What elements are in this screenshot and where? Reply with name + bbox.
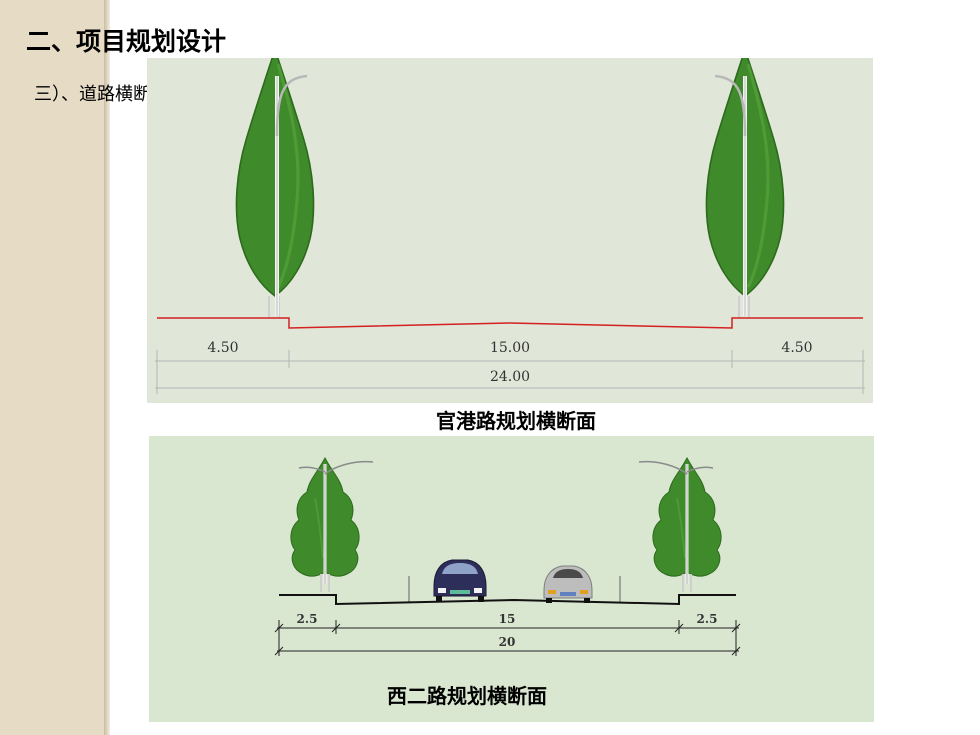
- car-front-view: [433, 559, 487, 603]
- cross-section-panel-1: 4.50 15.00 4.50 24.00: [147, 58, 873, 403]
- road-profile-1: [157, 317, 863, 329]
- dimension-lines-1: [155, 350, 865, 394]
- dimension-lines-2: [274, 620, 741, 656]
- dimension-left-2: 2.5: [297, 612, 318, 626]
- dimension-right-1: 4.50: [781, 340, 812, 356]
- tree-right-1: [704, 58, 786, 318]
- tree-left-2: [289, 457, 361, 592]
- caption-section-2: 西二路规划横断面: [387, 684, 547, 708]
- caption-section-1: 官港路规划横断面: [436, 409, 596, 433]
- dimension-total-2: 20: [499, 635, 516, 649]
- page-title: 二、项目规划设计: [26, 27, 227, 56]
- dimension-right-2: 2.5: [697, 612, 718, 626]
- road-profile-2: [279, 594, 736, 606]
- car-rear-view: [543, 565, 593, 604]
- section-label: 三）、道路横断面: [34, 84, 169, 105]
- dimension-middle-2: 15: [499, 612, 516, 626]
- cross-section-drawing-2: 2.5 15 2.5 20: [149, 436, 874, 722]
- panel-2-background: [149, 436, 874, 722]
- cross-section-drawing-1: 4.50 15.00 4.50 24.00: [147, 58, 873, 403]
- dimension-middle-1: 15.00: [490, 340, 530, 356]
- tree-right-2: [651, 457, 723, 592]
- dimension-left-1: 4.50: [207, 340, 238, 356]
- sidebar-decoration: [0, 0, 104, 735]
- sidebar-edge: [104, 0, 110, 735]
- cross-section-panel-2: 2.5 15 2.5 20: [149, 436, 874, 722]
- dimension-total-1: 24.00: [490, 369, 530, 385]
